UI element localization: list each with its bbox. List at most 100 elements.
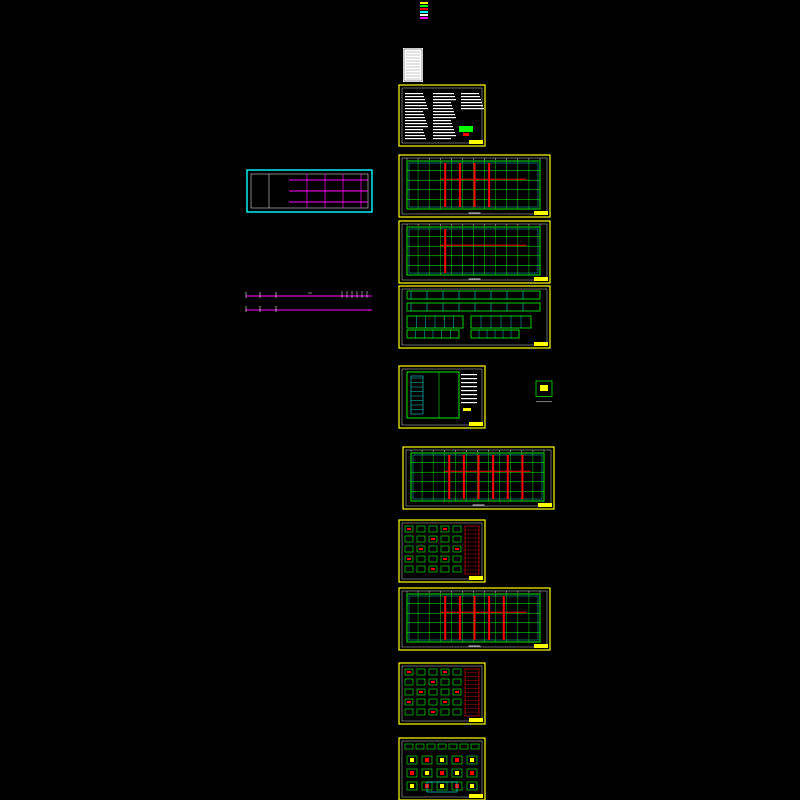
small-detail-block xyxy=(404,525,414,533)
sheet-inner-border xyxy=(401,590,548,648)
plan-sheet-4[interactable] xyxy=(398,587,551,651)
small-detail-block xyxy=(428,565,438,573)
plan-sheet-1[interactable] xyxy=(398,154,551,218)
small-detail-block xyxy=(440,678,450,686)
detail-highlight xyxy=(443,671,447,673)
title-sheet[interactable] xyxy=(403,48,423,82)
note-text-line xyxy=(433,132,455,134)
detail-header-block xyxy=(404,743,414,750)
sheet-frame xyxy=(398,154,551,218)
detail-symbol xyxy=(463,408,471,411)
note-text-line xyxy=(405,129,423,131)
sheet-inner-border xyxy=(405,449,552,507)
note-text-line xyxy=(433,93,454,95)
legend-swatch xyxy=(420,8,428,10)
preview-plan-cyan[interactable] xyxy=(246,169,373,213)
sections-sheet[interactable] xyxy=(398,285,551,349)
red-column-band xyxy=(473,596,476,640)
detail-highlight xyxy=(425,771,429,775)
note-text-line xyxy=(405,132,424,134)
small-detail-block xyxy=(404,688,414,696)
small-detail-block xyxy=(416,525,426,533)
small-detail-block xyxy=(452,668,462,676)
small-detail-block xyxy=(452,678,462,686)
small-detail-block xyxy=(416,708,426,716)
red-column-band xyxy=(458,163,461,207)
detail-header-block xyxy=(426,743,436,750)
plan-sheet-3[interactable] xyxy=(402,446,555,510)
note-text-line xyxy=(433,120,451,122)
note-text-line xyxy=(433,102,451,104)
sheet-frame xyxy=(398,220,551,284)
detail-note-line xyxy=(461,402,477,404)
detail-header-block xyxy=(459,743,469,750)
detail-highlight xyxy=(407,671,411,673)
small-detail-block xyxy=(428,698,438,706)
small-detail-block xyxy=(452,565,462,573)
detail-highlight xyxy=(425,758,429,762)
note-text-line xyxy=(433,123,452,125)
plan-sheet-2[interactable] xyxy=(398,220,551,284)
red-column-band xyxy=(444,229,447,273)
note-text-line xyxy=(405,120,426,122)
mixed-detail-block xyxy=(406,755,418,765)
detail-highlight xyxy=(407,701,411,703)
small-detail-block xyxy=(404,545,414,553)
note-text-line xyxy=(405,105,427,107)
red-column-band xyxy=(492,455,495,499)
legend-stack[interactable] xyxy=(420,2,428,19)
small-detail-block xyxy=(452,545,462,553)
legend-swatch xyxy=(420,11,428,13)
note-text-line xyxy=(405,96,424,98)
note-text-line xyxy=(405,99,425,101)
detail-table xyxy=(426,781,458,793)
detail-highlight xyxy=(470,758,474,762)
small-detail-block xyxy=(416,555,426,563)
detail-note-line xyxy=(461,374,477,376)
sheet-frame xyxy=(398,519,486,583)
note-text-line xyxy=(405,111,423,113)
mixed-detail-block xyxy=(421,755,433,765)
notes-sheet[interactable] xyxy=(398,84,486,147)
small-detail-block xyxy=(440,698,450,706)
sheet-frame xyxy=(398,587,551,651)
sheet-frame xyxy=(398,365,486,429)
detail-note-line xyxy=(461,378,477,380)
preview-sections[interactable] xyxy=(245,291,372,312)
detail-note-line xyxy=(461,382,477,384)
note-text-line xyxy=(433,135,456,137)
detail-sheet[interactable] xyxy=(398,365,486,429)
details-sheet-2[interactable] xyxy=(398,662,486,725)
details-table-sheet[interactable] xyxy=(398,519,486,583)
detail-highlight xyxy=(431,568,435,570)
mixed-detail-block xyxy=(451,768,463,778)
note-text-line xyxy=(433,105,452,107)
small-detail-block xyxy=(428,545,438,553)
small-detail-block xyxy=(416,565,426,573)
title-block-stamp xyxy=(534,644,548,648)
detail-highlight xyxy=(470,784,474,788)
details-sheet-3[interactable] xyxy=(398,737,486,800)
small-detail-block xyxy=(452,535,462,543)
detail-highlight xyxy=(407,528,411,530)
detail-highlight xyxy=(431,538,435,540)
title-block-stamp xyxy=(469,718,483,722)
small-detail-icon[interactable] xyxy=(535,380,553,403)
note-text-line xyxy=(433,117,456,119)
note-text-line xyxy=(433,111,454,113)
detail-plan xyxy=(406,371,460,419)
detail-highlight xyxy=(455,548,459,550)
red-column-band xyxy=(458,596,461,640)
sheet-inner-border xyxy=(401,665,483,722)
small-detail-block xyxy=(440,525,450,533)
sheet-frame xyxy=(398,285,551,349)
detail-highlight xyxy=(419,548,423,550)
small-detail-block xyxy=(440,545,450,553)
detail-highlight xyxy=(410,771,414,775)
small-detail-block xyxy=(428,688,438,696)
sheet-inner-border xyxy=(401,87,483,144)
note-text-line xyxy=(405,126,428,128)
note-detail-symbol xyxy=(463,133,469,136)
